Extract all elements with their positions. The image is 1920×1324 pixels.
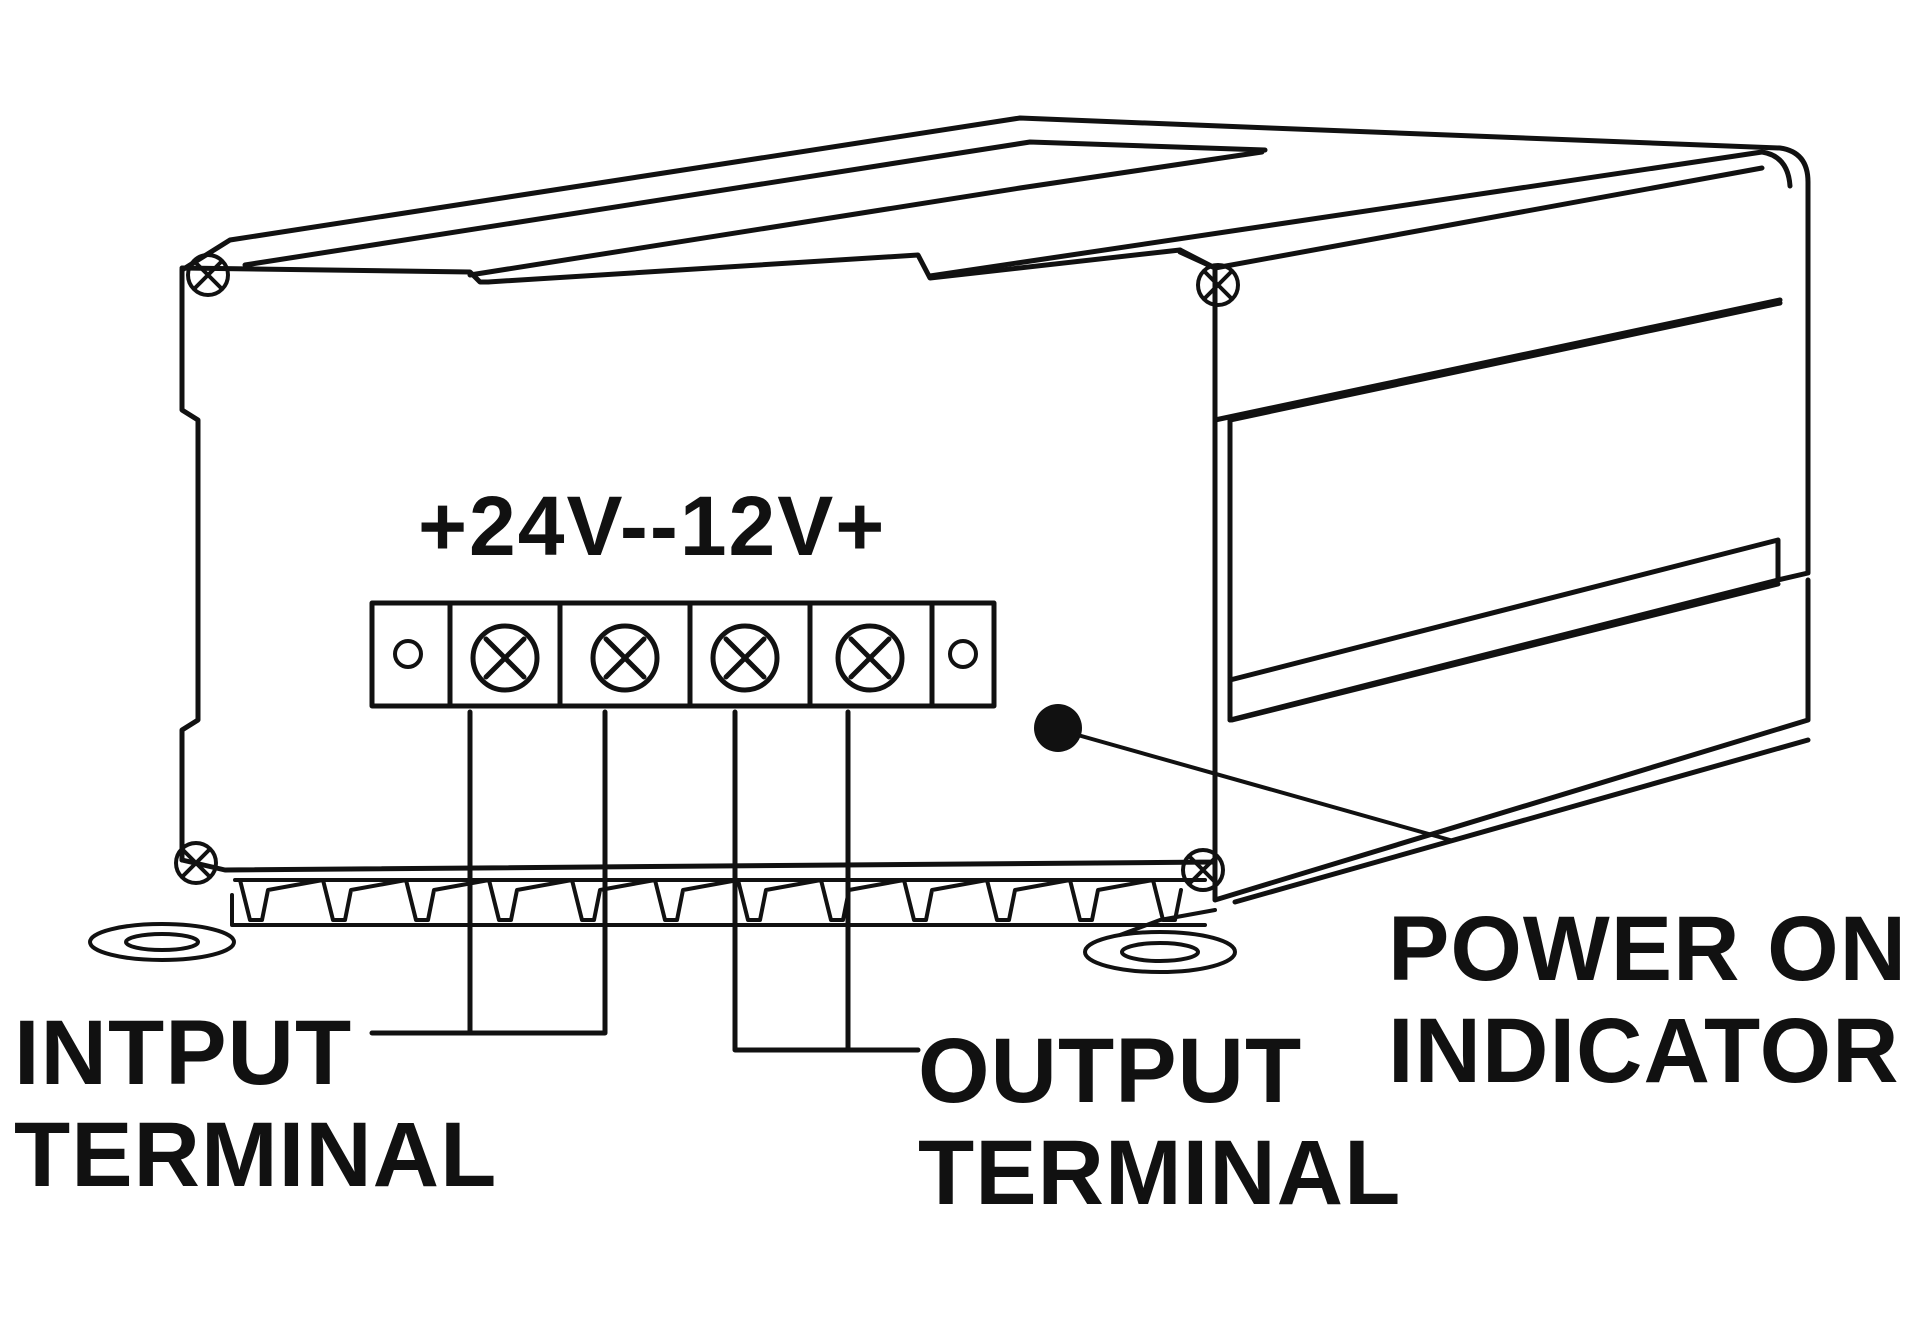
power-indicator-led bbox=[1034, 704, 1082, 752]
power-label-line1: POWER ON bbox=[1388, 898, 1908, 1000]
terminal-screws bbox=[470, 623, 905, 693]
terminal-screw-1 bbox=[470, 623, 540, 693]
fin-base bbox=[230, 878, 1207, 927]
terminal-screw-2 bbox=[590, 623, 660, 693]
power-label-line2: INDICATOR bbox=[1388, 1000, 1900, 1102]
terminal-block bbox=[369, 600, 997, 709]
mounting-feet bbox=[88, 908, 1237, 974]
output-label-line2: TERMINAL bbox=[918, 1122, 1402, 1224]
terminal-screw-3 bbox=[710, 623, 780, 693]
block-mounting-holes bbox=[393, 639, 978, 669]
housing-side bbox=[1212, 265, 1811, 905]
input-label-line1: INTPUT bbox=[14, 1002, 353, 1104]
terminal-polarity-label: +24V--12V+ bbox=[418, 479, 887, 573]
housing-top bbox=[179, 115, 1811, 543]
input-label-line2: TERMINAL bbox=[14, 1104, 498, 1206]
input-leader-line bbox=[369, 709, 608, 1036]
power-indicator-label: POWER ON INDICATOR bbox=[1388, 898, 1907, 1102]
output-terminal-label: OUTPUT TERMINAL bbox=[918, 1020, 1401, 1224]
corner-screws bbox=[174, 253, 1240, 892]
output-label-line1: OUTPUT bbox=[918, 1020, 1303, 1122]
power-leader-line bbox=[1058, 728, 1452, 842]
output-leader-line bbox=[732, 709, 921, 1053]
input-terminal-label: INTPUT TERMINAL bbox=[14, 1002, 497, 1206]
terminal-screw-4 bbox=[835, 623, 905, 693]
